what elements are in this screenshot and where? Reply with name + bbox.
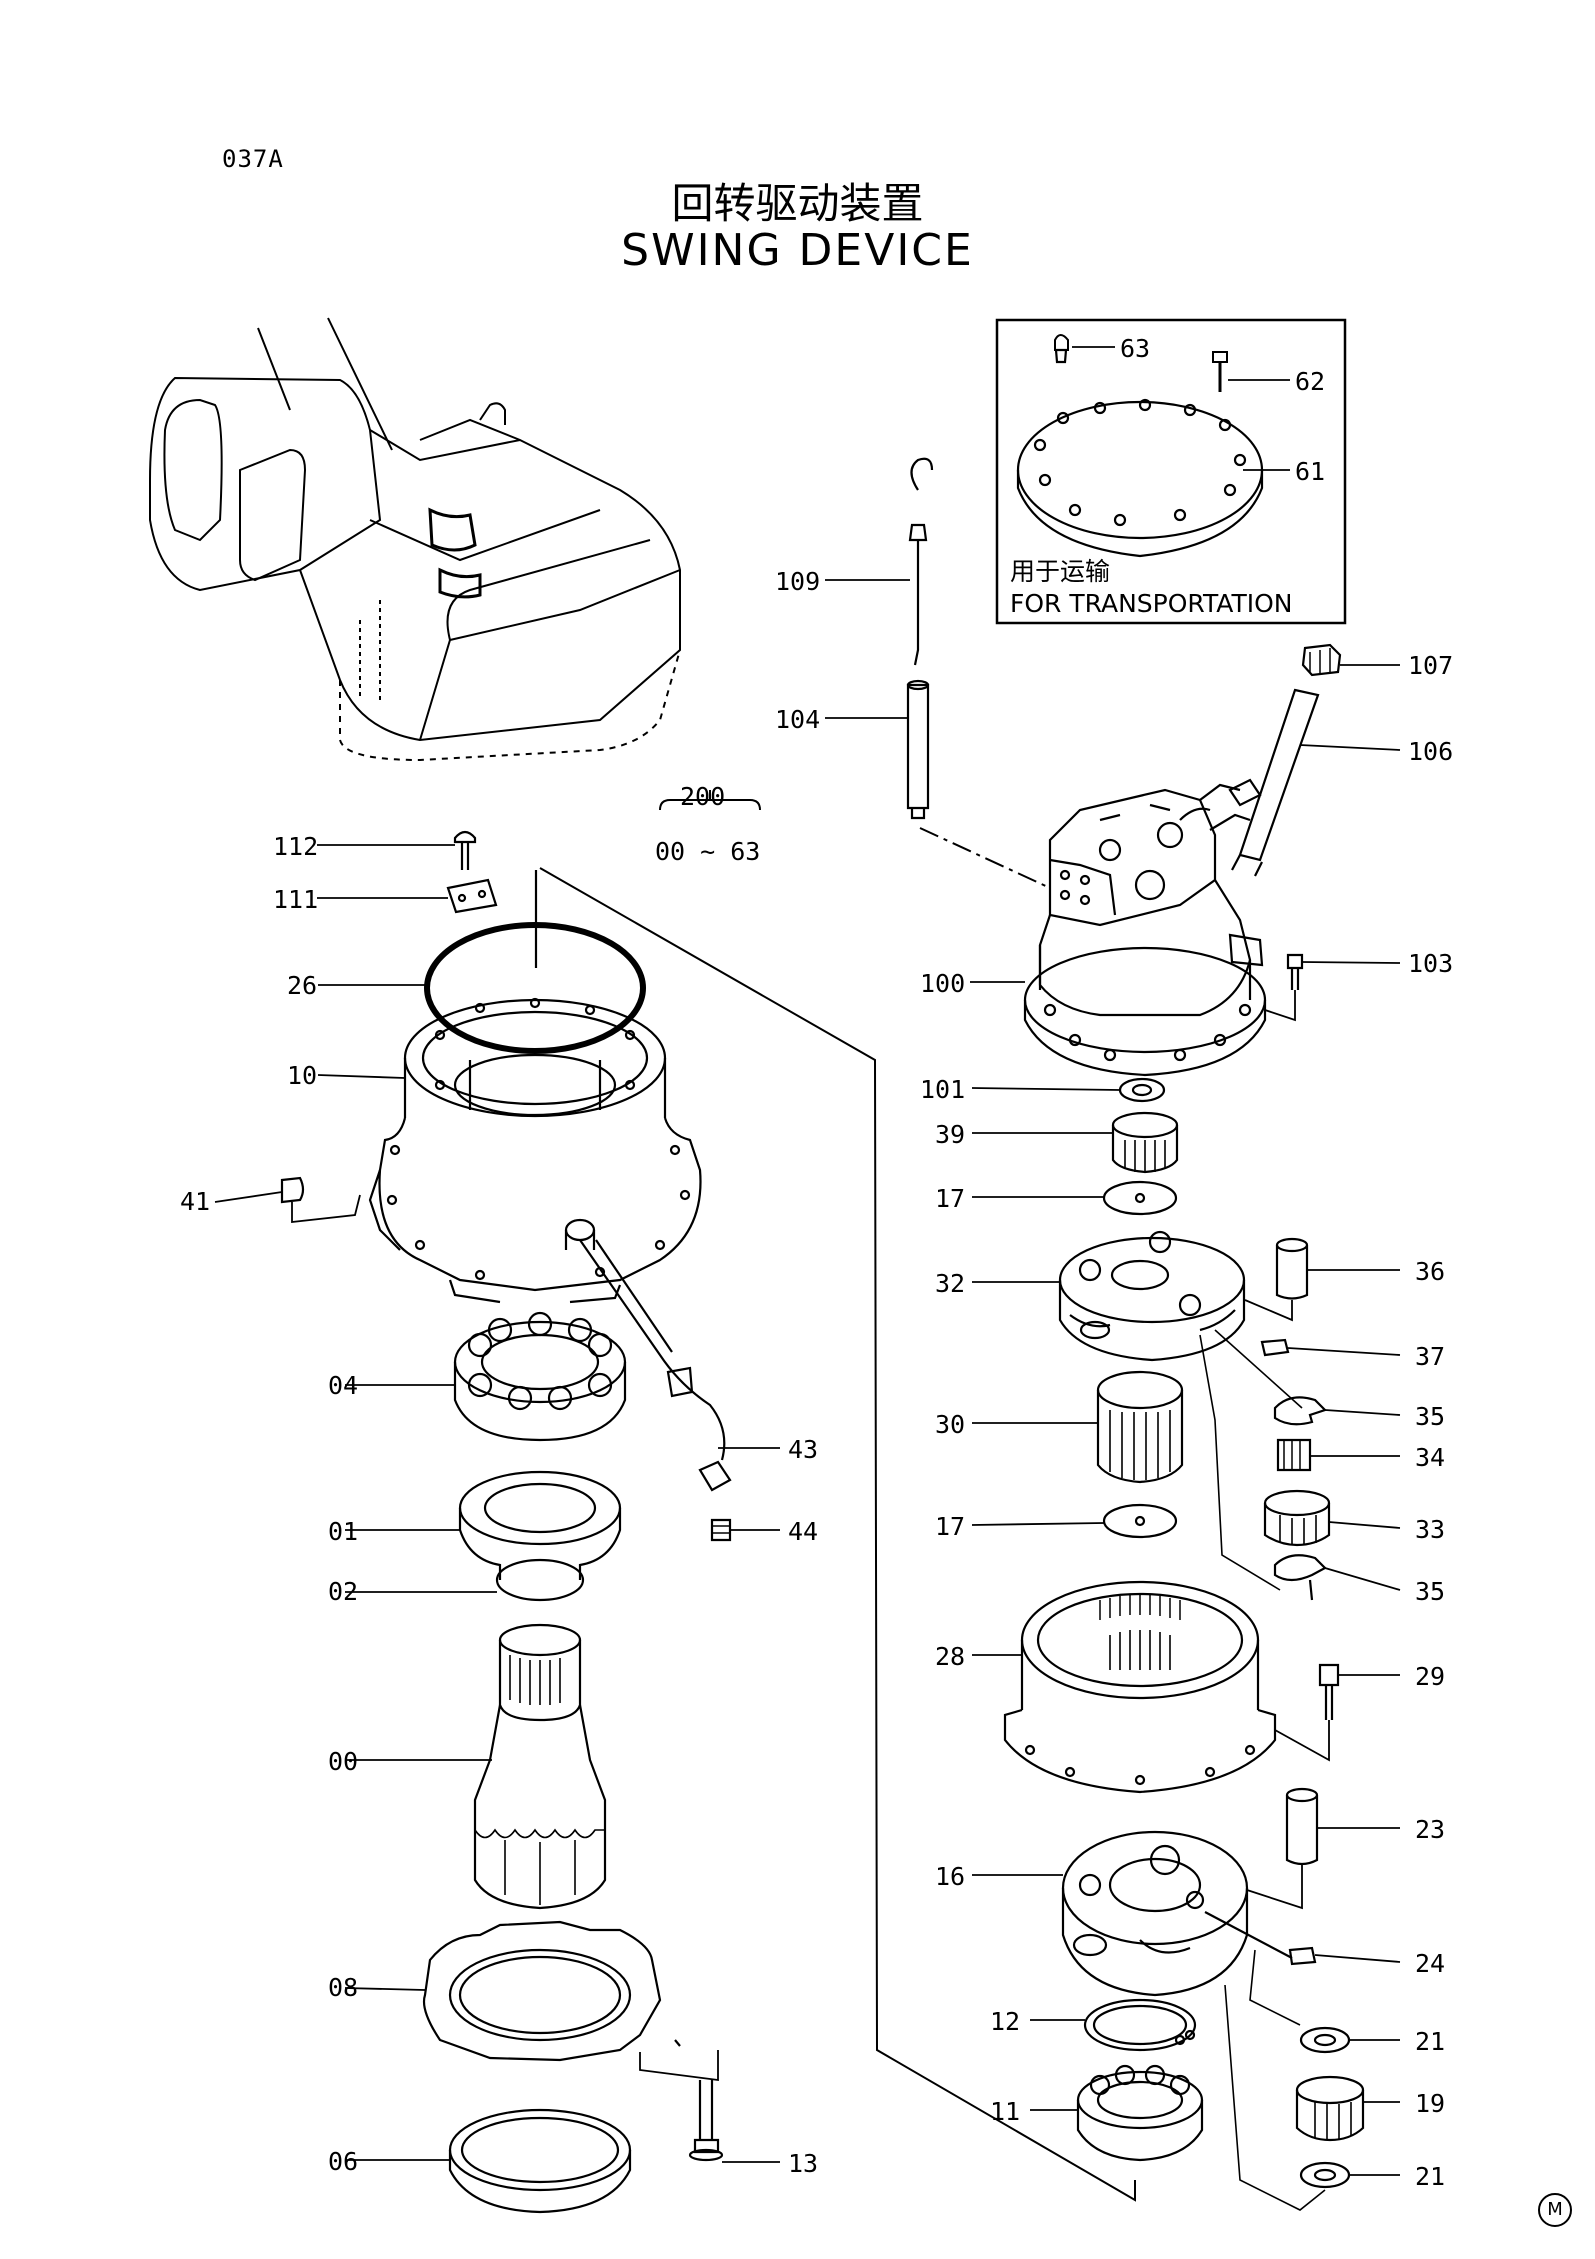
diagram-code: 037A xyxy=(222,145,284,173)
callout-61: 61 xyxy=(1295,457,1325,486)
callout-08: 08 xyxy=(328,1973,358,2002)
callout-13: 13 xyxy=(788,2149,818,2178)
callout-00: 00 xyxy=(328,1747,358,1776)
callout-21-upper: 21 xyxy=(1415,2027,1445,2056)
callout-103: 103 xyxy=(1408,949,1453,978)
callout-37: 37 xyxy=(1415,1342,1445,1371)
callout-17-upper: 17 xyxy=(935,1184,965,1213)
callout-63: 63 xyxy=(1120,334,1150,363)
callout-35-lower: 35 xyxy=(1415,1577,1445,1606)
callout-10: 10 xyxy=(287,1061,317,1090)
callout-06: 06 xyxy=(328,2147,358,2176)
callout-39: 39 xyxy=(935,1120,965,1149)
callout-104: 104 xyxy=(775,705,820,734)
title-chinese: 回转驱动装置 xyxy=(671,179,924,228)
callout-29: 29 xyxy=(1415,1662,1445,1691)
transport-box: 用于运输 FOR TRANSPORTATION xyxy=(995,318,1347,625)
callout-12: 12 xyxy=(990,2007,1020,2036)
transport-label-en: FOR TRANSPORTATION xyxy=(1010,589,1293,618)
group-number-label: 200 xyxy=(680,782,725,811)
callout-01: 01 xyxy=(328,1517,358,1546)
callout-101: 101 xyxy=(920,1075,965,1104)
callout-111: 111 xyxy=(273,885,318,914)
callout-33: 33 xyxy=(1415,1515,1445,1544)
callout-24: 24 xyxy=(1415,1949,1445,1978)
callout-100: 100 xyxy=(920,969,965,998)
callout-19: 19 xyxy=(1415,2089,1445,2118)
group-range-label: 00 ~ 63 xyxy=(655,837,760,866)
assembly-leaders xyxy=(539,827,1136,2202)
callout-43: 43 xyxy=(788,1435,818,1464)
callout-21-lower: 21 xyxy=(1415,2162,1445,2191)
callout-106: 106 xyxy=(1408,737,1453,766)
excavator-illustration xyxy=(149,317,681,762)
right-assembly xyxy=(906,457,1365,2211)
callout-112: 112 xyxy=(273,832,318,861)
callout-02: 02 xyxy=(328,1577,358,1606)
callout-28: 28 xyxy=(935,1642,965,1671)
callout-23: 23 xyxy=(1415,1815,1445,1844)
callout-04: 04 xyxy=(328,1371,358,1400)
callout-107: 107 xyxy=(1408,651,1453,680)
callout-17-lower: 17 xyxy=(935,1512,965,1541)
callout-109: 109 xyxy=(775,567,820,596)
left-assembly xyxy=(280,830,732,2214)
callout-11: 11 xyxy=(990,2097,1020,2126)
title-english: SWING DEVICE xyxy=(621,225,974,276)
manufacturer-mark: M xyxy=(1538,2193,1572,2227)
callout-16: 16 xyxy=(935,1862,965,1891)
group-number xyxy=(659,790,761,811)
callout-41: 41 xyxy=(180,1187,210,1216)
callout-30: 30 xyxy=(935,1410,965,1439)
transport-label-cn: 用于运输 xyxy=(1010,557,1110,586)
callout-35-upper: 35 xyxy=(1415,1402,1445,1431)
callout-36: 36 xyxy=(1415,1257,1445,1286)
callout-numbers: 112 111 26 10 41 04 01 02 00 08 06 13 43… xyxy=(180,334,1453,2191)
callout-26: 26 xyxy=(287,971,317,1000)
callout-32: 32 xyxy=(935,1269,965,1298)
callout-leaders xyxy=(214,346,1401,2176)
callout-34: 34 xyxy=(1415,1443,1445,1472)
callout-62: 62 xyxy=(1295,367,1325,396)
callout-44: 44 xyxy=(788,1517,818,1546)
